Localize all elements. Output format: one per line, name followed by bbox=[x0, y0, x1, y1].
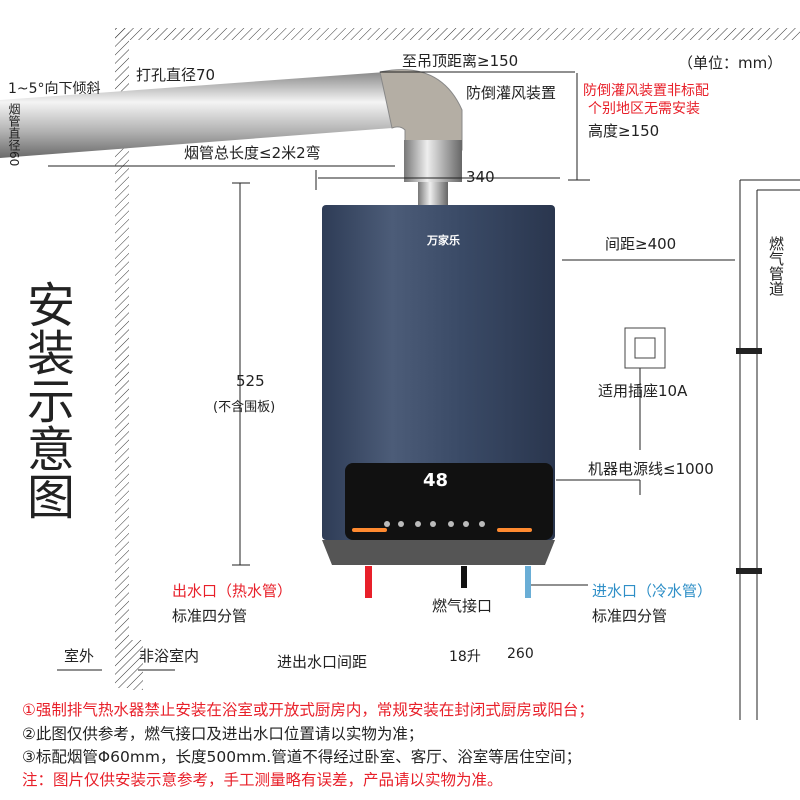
height-note-label: (不含围板) bbox=[213, 400, 276, 415]
ceiling-distance-label: 至吊顶距离≥150 bbox=[402, 52, 519, 70]
anti-backdraft-device bbox=[404, 140, 462, 182]
socket-label: 适用插座10A bbox=[598, 382, 688, 400]
inlet-label: 进水口（冷水管） bbox=[592, 582, 713, 600]
flue-elbow bbox=[379, 69, 463, 151]
note-3: ③标配烟管Φ60mm，长度500mm.管道不得经过卧室、客厅、浴室等居住空间； bbox=[22, 748, 582, 766]
pipe-diameter-label: 烟管直径60 bbox=[7, 103, 21, 167]
model-label: 18升 bbox=[449, 649, 481, 665]
indoor-label: 非浴室内 bbox=[139, 647, 200, 665]
water-spacing-label: 进出水口间距 bbox=[277, 653, 368, 671]
diagram-title: 安装示意图 bbox=[18, 280, 74, 520]
anti-backdraft-note-1: 防倒灌风装置非标配 bbox=[583, 83, 709, 99]
unit-label: （单位：mm） bbox=[678, 54, 783, 72]
gas-connector bbox=[461, 566, 467, 588]
power-cord-label: 机器电源线≤1000 bbox=[588, 460, 714, 478]
note-2: ②此图仅供参考，燃气接口及进出水口位置请以实物为准； bbox=[22, 725, 424, 743]
ceiling-wall bbox=[115, 28, 800, 40]
outlet-label: 出水口（热水管） bbox=[172, 582, 293, 600]
brand-logo: 万家乐 bbox=[427, 234, 460, 247]
gas-inlet-label: 燃气接口 bbox=[432, 597, 493, 615]
gas-pipe-label: 燃气管道 bbox=[767, 236, 785, 296]
heater-base bbox=[322, 540, 555, 565]
model-spacing-value: 260 bbox=[507, 646, 534, 662]
hole-label: 打孔直径70 bbox=[136, 66, 216, 84]
temperature-display: 48 bbox=[423, 470, 449, 491]
anti-backdraft-note-2: 个别地区无需安装 bbox=[588, 101, 700, 117]
height-label: 高度≥150 bbox=[588, 122, 660, 140]
height-525-label: 525 bbox=[236, 372, 265, 390]
tilt-label: 1~5°向下倾斜 bbox=[8, 81, 101, 97]
note-1: ①强制排气热水器禁止安装在浴室或开放式厨房内，常规安装在封闭式厨房或阳台； bbox=[22, 701, 594, 719]
socket-icon bbox=[624, 327, 666, 369]
water-heater-body bbox=[322, 205, 555, 540]
flue-pipe bbox=[0, 72, 392, 158]
outdoor-label: 室外 bbox=[64, 647, 95, 665]
left-wall bbox=[115, 28, 129, 688]
hot-water-pipe bbox=[365, 566, 372, 598]
anti-backdraft-label: 防倒灌风装置 bbox=[466, 84, 557, 102]
spacing-label: 间距≥400 bbox=[605, 235, 677, 253]
control-panel bbox=[345, 463, 553, 540]
cold-water-pipe bbox=[525, 566, 531, 598]
note-disclaimer: 注：图片仅供安装示意参考，手工测量略有误差，产品请以实物为准。 bbox=[22, 771, 503, 789]
outlet-standard-label: 标准四分管 bbox=[172, 607, 248, 625]
inlet-standard-label: 标准四分管 bbox=[592, 607, 668, 625]
width-label: 340 bbox=[466, 168, 495, 186]
pipe-length-label: 烟管总长度≤2米2弯 bbox=[184, 144, 321, 162]
